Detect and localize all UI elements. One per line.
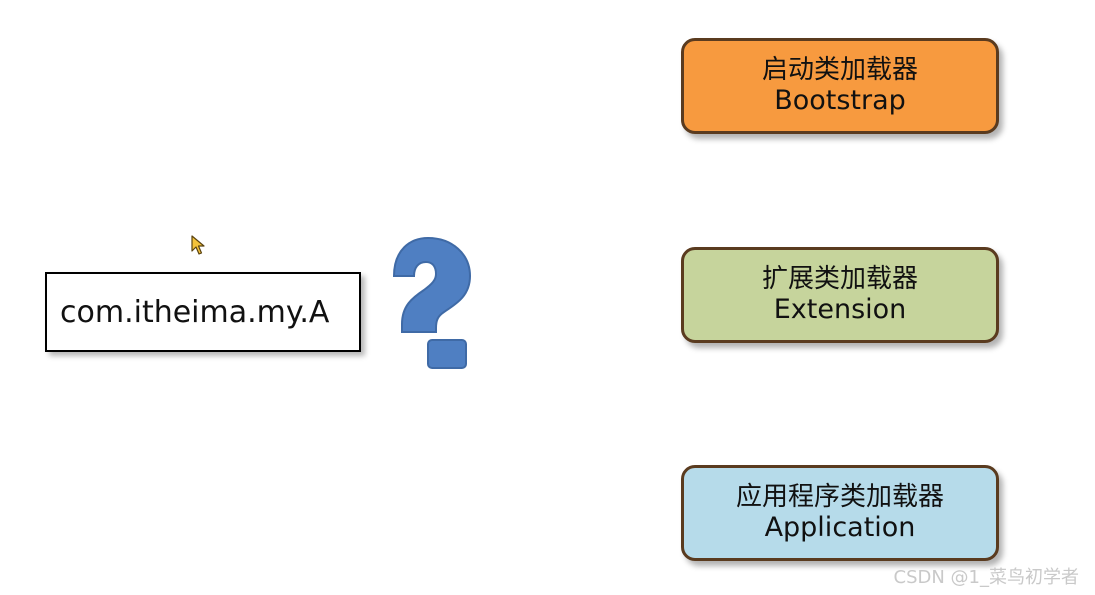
loader-bootstrap-cn-label: 启动类加载器 <box>761 54 918 85</box>
loader-bootstrap-en-label: Bootstrap <box>774 85 906 117</box>
loader-bootstrap: 启动类加载器 Bootstrap <box>681 38 999 134</box>
class-name-box: com.itheima.my.A <box>45 272 361 352</box>
mouse-pointer-icon <box>191 235 205 255</box>
loader-application-en-label: Application <box>764 512 916 544</box>
class-name-text: com.itheima.my.A <box>60 294 330 330</box>
watermark: CSDN @1_菜鸟初学者 <box>893 567 1080 588</box>
loader-extension-cn-label: 扩展类加载器 <box>761 263 918 294</box>
loader-extension: 扩展类加载器 Extension <box>681 247 999 343</box>
question-mark-icon <box>392 236 472 369</box>
loader-extension-en-label: Extension <box>773 294 907 326</box>
loader-application-cn-label: 应用程序类加载器 <box>735 481 944 512</box>
loader-application: 应用程序类加载器 Application <box>681 465 999 561</box>
